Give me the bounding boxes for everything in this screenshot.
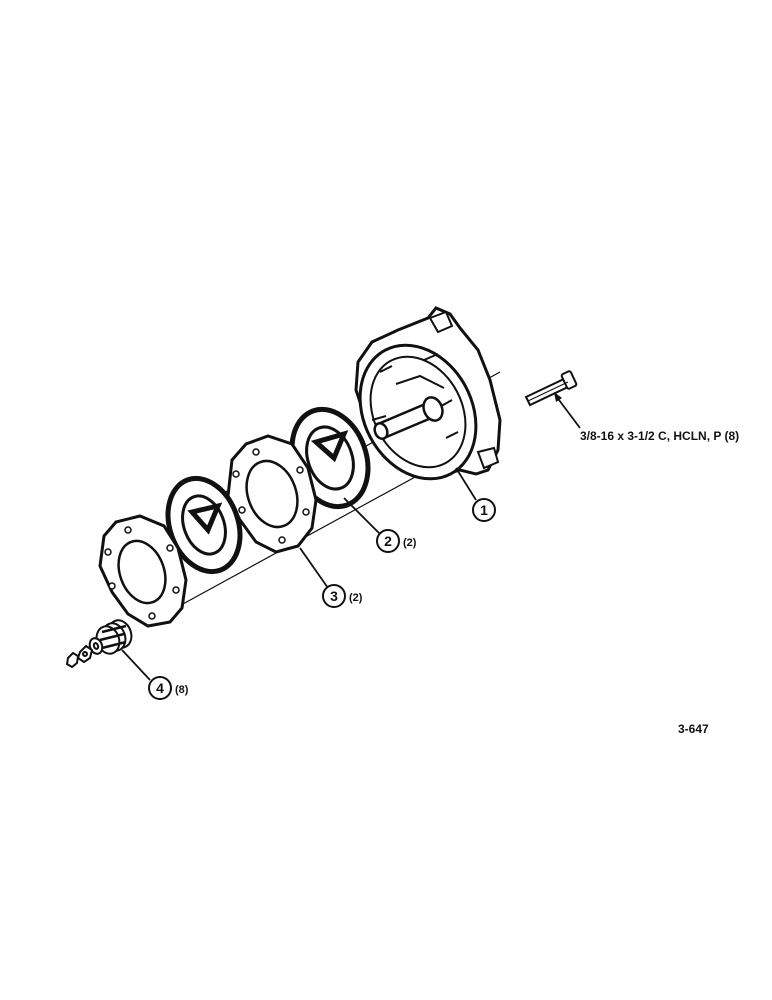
washer	[88, 637, 104, 655]
lock-nut	[65, 651, 80, 669]
nut	[76, 644, 94, 664]
callout-4-number: 4	[156, 680, 164, 696]
shaft	[373, 396, 444, 441]
figure-number: 3-647	[678, 722, 709, 736]
callout-2-quantity: (2)	[403, 537, 417, 549]
leader-lines	[121, 395, 581, 681]
callout-1-number: 1	[480, 502, 488, 518]
callout-2: 2 (2)	[376, 529, 417, 553]
callout-2-number: 2	[384, 533, 392, 549]
callout-3-quantity: (2)	[349, 592, 363, 604]
bolt-leader-arrow	[554, 392, 562, 402]
callout-3-number: 3	[330, 588, 338, 604]
callout-4-quantity: (8)	[175, 684, 189, 696]
bolt-part	[524, 370, 578, 407]
separator-plate-part-3-front	[98, 514, 188, 628]
callout-3: 3 (2)	[322, 584, 363, 608]
callout-4: 4 (8)	[148, 676, 189, 700]
callout-1: 1	[472, 498, 496, 522]
bolt-specification-note: 3/8-16 x 3-1/2 C, HCLN, P (8)	[580, 429, 739, 443]
